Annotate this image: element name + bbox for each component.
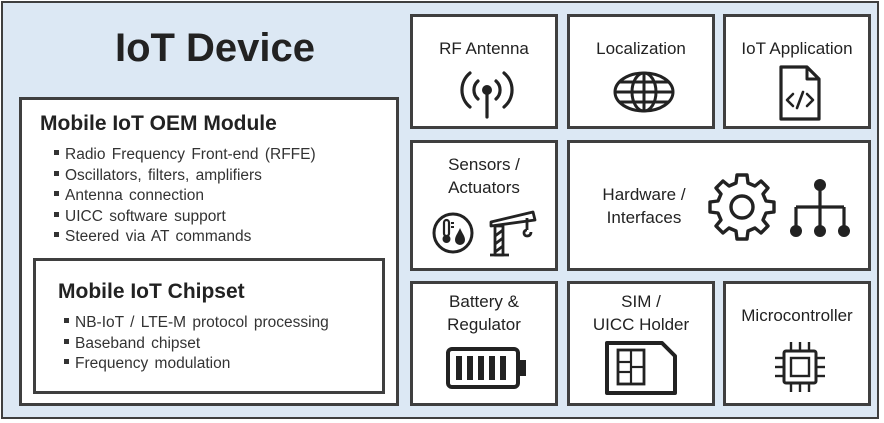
list-item: Baseband chipset	[64, 334, 329, 355]
battery-icon	[445, 346, 529, 390]
chip-icon	[773, 340, 827, 394]
list-item: Steered via AT commands	[54, 227, 316, 248]
sim-label-line2: UICC Holder	[592, 315, 690, 334]
rf-antenna-tile: RF Antenna	[410, 14, 558, 129]
globe-icon	[612, 70, 676, 114]
oem-module-title: Mobile IoT OEM Module	[40, 112, 277, 135]
localization-label: Localization	[596, 39, 686, 58]
gear-icon	[706, 171, 778, 243]
iot-application-tile: IoT Application	[723, 14, 871, 129]
temperature-humidity-icon	[431, 211, 475, 255]
chipset-title: Mobile IoT Chipset	[58, 280, 245, 303]
sim-card-icon	[604, 340, 678, 396]
sensors-label-line1: Sensors /	[448, 155, 520, 174]
hardware-label-line1: Hardware /	[602, 185, 686, 204]
battery-label-line2: Regulator	[447, 315, 521, 334]
list-item: Radio Frequency Front-end (RFFE)	[54, 145, 316, 166]
code-file-icon	[776, 64, 824, 122]
sensors-label-line2: Actuators	[448, 178, 520, 197]
chipset-bullets: NB-IoT / LTE-M protocol processing Baseb…	[64, 313, 329, 375]
diagram-title: IoT Device	[114, 26, 316, 70]
rf-antenna-label: RF Antenna	[439, 39, 529, 58]
list-item: Oscillators, filters, amplifiers	[54, 166, 316, 187]
hierarchy-icon	[788, 177, 852, 241]
sim-label-line1: SIM /	[621, 292, 661, 311]
microcontroller-label: Microcontroller	[741, 306, 853, 325]
list-item: UICC software support	[54, 207, 316, 228]
list-item: Antenna connection	[54, 186, 316, 207]
localization-tile: Localization	[567, 14, 715, 129]
battery-label-line1: Battery &	[449, 292, 519, 311]
antenna-signal-icon	[457, 67, 517, 119]
hardware-interfaces-tile: Hardware / Interfaces	[567, 140, 871, 271]
battery-regulator-tile: Battery & Regulator	[410, 281, 558, 406]
microcontroller-tile: Microcontroller	[723, 281, 871, 406]
list-item: NB-IoT / LTE-M protocol processing	[64, 313, 329, 334]
sim-uicc-holder-tile: SIM / UICC Holder	[567, 281, 715, 406]
list-item: Frequency modulation	[64, 354, 329, 375]
iot-application-label: IoT Application	[741, 39, 853, 58]
crane-icon	[489, 206, 539, 258]
hardware-label-line2: Interfaces	[606, 208, 682, 227]
oem-module-bullets: Radio Frequency Front-end (RFFE) Oscilla…	[54, 145, 316, 248]
sensors-actuators-tile: Sensors / Actuators	[410, 140, 558, 271]
